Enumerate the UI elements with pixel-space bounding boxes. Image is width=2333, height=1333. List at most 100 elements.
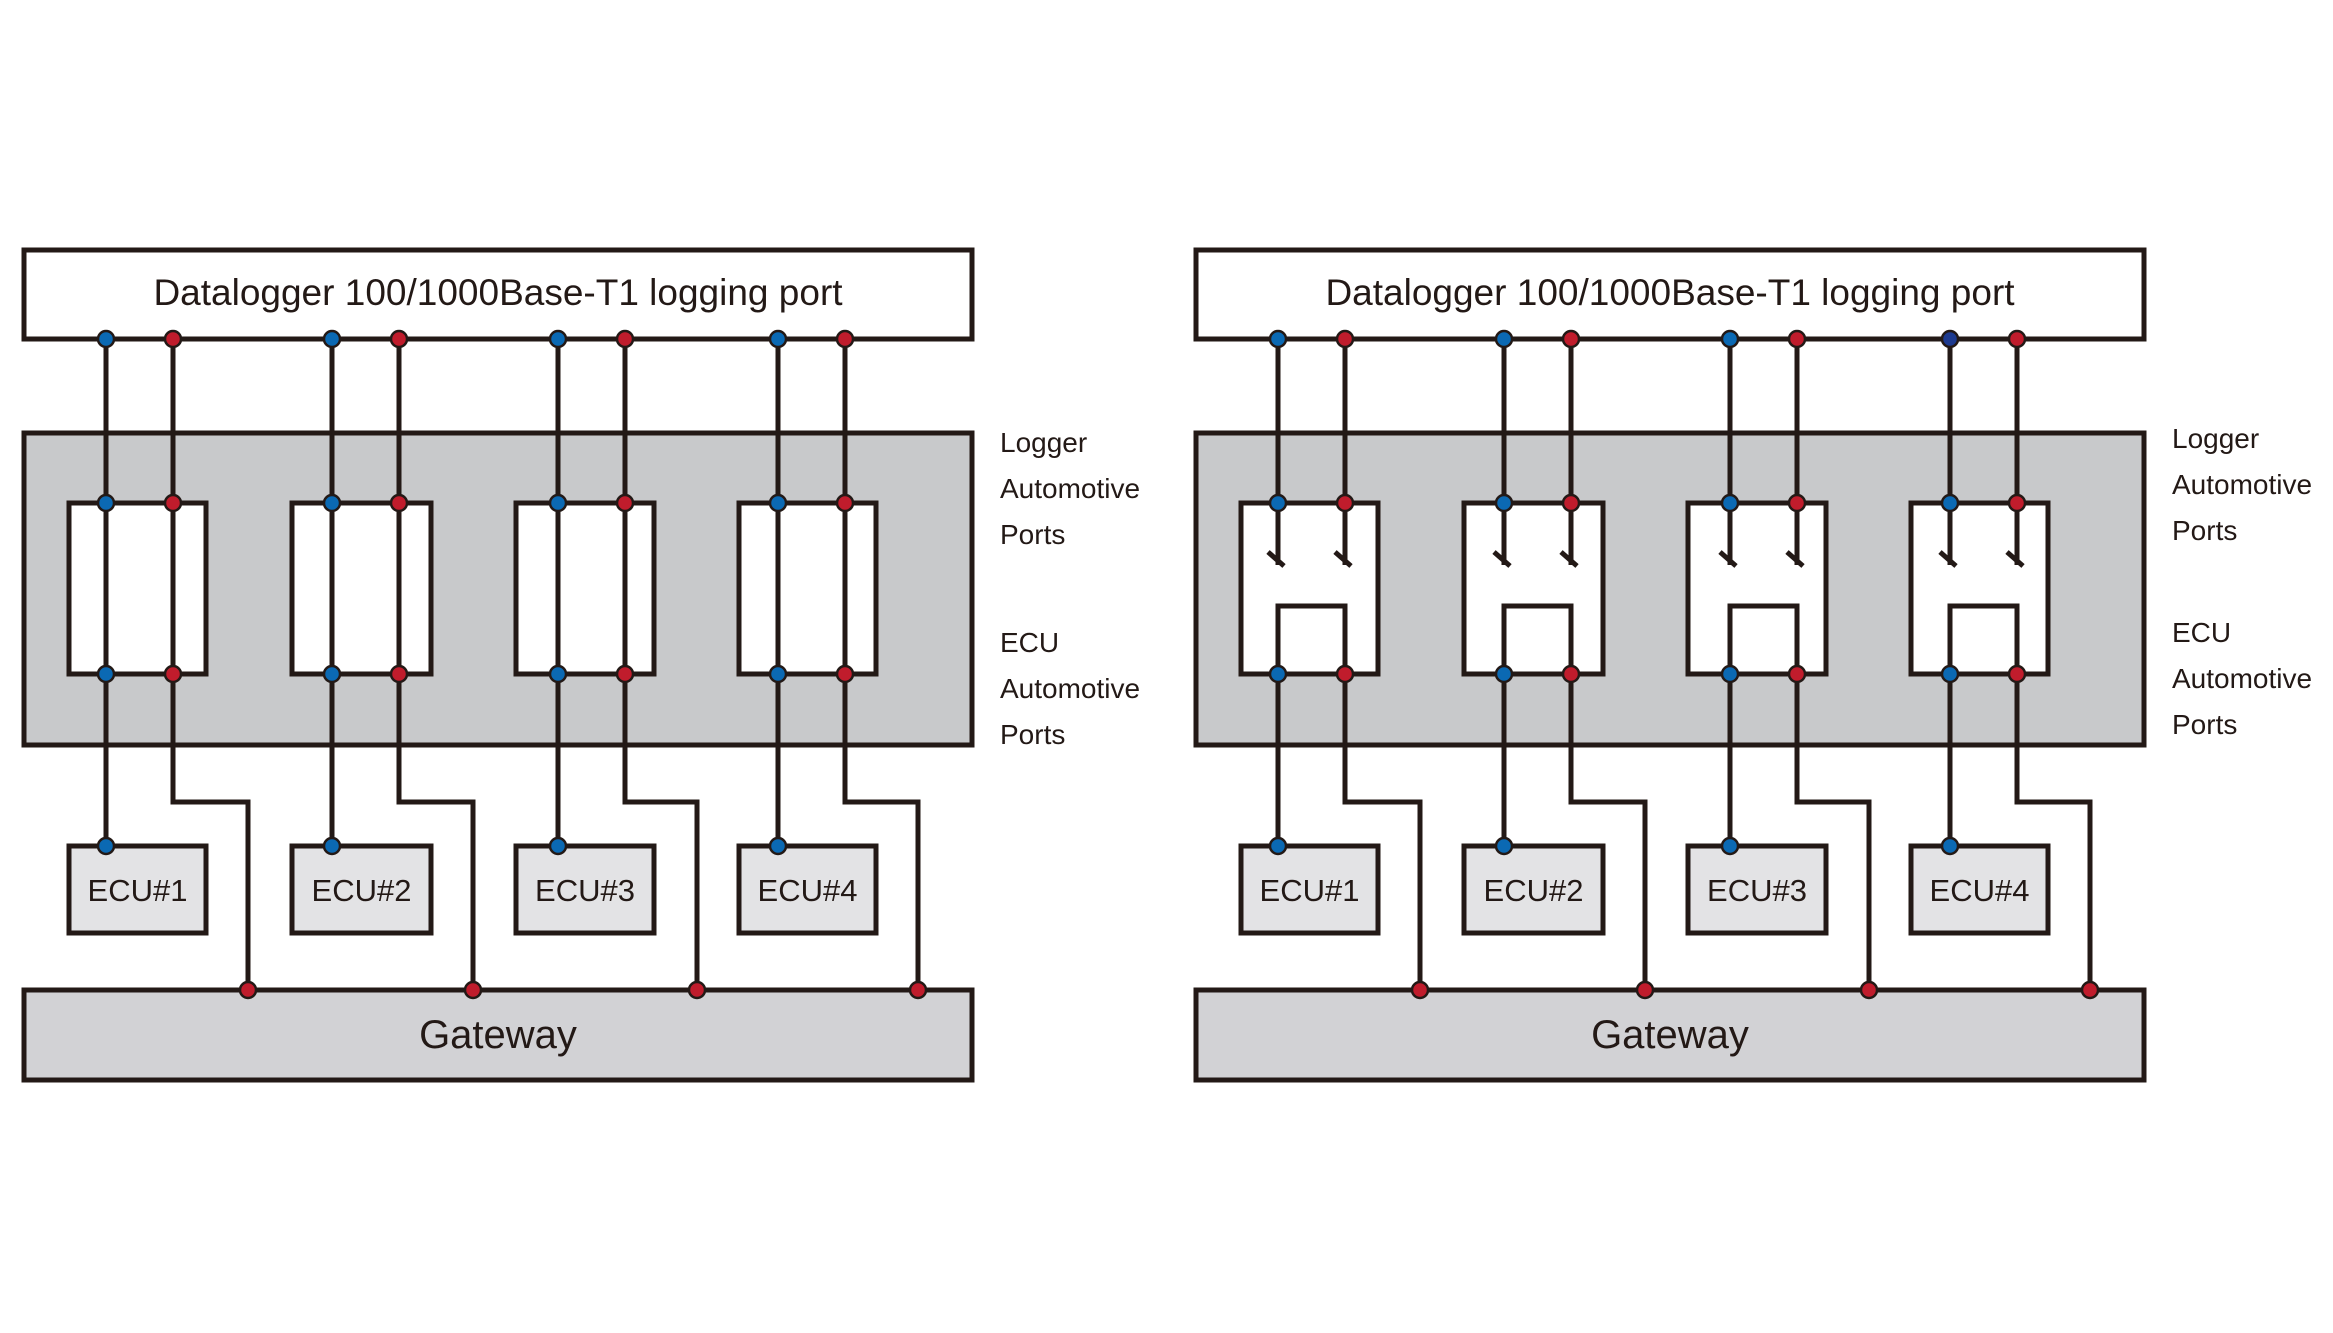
ecu-box — [513, 843, 657, 936]
logger-automotive-port-dot-blue — [1940, 493, 1960, 513]
port-module-box — [513, 500, 657, 677]
ecu-label: ECU#4 — [1930, 873, 2030, 908]
logger-automotive-port-dot-blue — [768, 493, 788, 513]
ecu-port-dot — [1940, 836, 1960, 856]
logger-ports-label: Ports — [1000, 519, 1065, 550]
logger-automotive-port-dot-red — [2007, 493, 2027, 513]
port-channel-2: ECU#2 — [289, 329, 483, 1000]
port-channel-4: ECU#4 — [1908, 329, 2100, 1000]
ecu-label: ECU#4 — [758, 873, 858, 908]
port-module-box — [1908, 500, 2051, 677]
ecu-label: ECU#3 — [1707, 873, 1807, 908]
port-module-box — [1238, 500, 1381, 677]
ecu-box — [289, 843, 434, 936]
port-module-box — [289, 500, 434, 677]
logger-port-dot-blue — [322, 329, 342, 349]
logger-port-dot-blue — [768, 329, 788, 349]
logger-automotive-port-dot-red — [163, 493, 183, 513]
port-channel-1: ECU#1 — [1238, 329, 1430, 1000]
ecu-box — [1908, 843, 2051, 936]
logger-port-dot-blue — [1268, 329, 1288, 349]
datalogger-title: Datalogger 100/1000Base-T1 logging port — [1325, 272, 2015, 313]
ecu-ports-label: Automotive — [1000, 673, 1140, 704]
ecu-ports-label: Automotive — [2172, 663, 2312, 694]
ecu-port-dot — [96, 836, 116, 856]
ecu-port-dot — [548, 836, 568, 856]
ecu-box — [66, 843, 209, 936]
logger-port-dot-red — [1787, 329, 1807, 349]
logger-automotive-port-dot-blue — [1268, 493, 1288, 513]
ecu-automotive-port-dot-blue — [768, 664, 788, 684]
gateway-wire — [170, 674, 251, 990]
ecu-ports-label: ECU — [1000, 627, 1059, 658]
ecu-automotive-port-dot-blue — [1268, 664, 1288, 684]
logger-port-dot-red — [615, 329, 635, 349]
logger-ports-label: Ports — [2172, 515, 2237, 546]
logger-automotive-port-dot-red — [1561, 493, 1581, 513]
ecu-automotive-port-dot-blue — [548, 664, 568, 684]
gateway-wire — [1794, 674, 1872, 990]
gateway-port-dot — [238, 980, 258, 1000]
ecu-box — [1685, 843, 1829, 936]
gateway-label: Gateway — [1591, 1013, 1749, 1057]
logger-automotive-port-dot-blue — [96, 493, 116, 513]
switch-contact-icon — [1266, 550, 1286, 568]
gateway-wire — [842, 674, 921, 990]
logger-automotive-port-dot-blue — [322, 493, 342, 513]
logger-port-dot-blue — [96, 329, 116, 349]
ecu-automotive-port-dot-red — [835, 664, 855, 684]
ecu-port-dot — [1268, 836, 1288, 856]
diagram-switched: Gateway Datalogger 100/1000Base-T1 loggin… — [1193, 247, 2312, 1083]
ecu-ports-label: ECU — [2172, 617, 2231, 648]
logger-port-dot-blue — [1720, 329, 1740, 349]
port-module-box — [1461, 500, 1606, 677]
datalogger-box — [21, 247, 975, 342]
ecu-port-dot — [322, 836, 342, 856]
switch-contact-icon — [2005, 550, 2025, 568]
loopback-bridge — [1501, 603, 1574, 674]
port-channel-4: ECU#4 — [736, 329, 928, 1000]
logger-ports-label: Automotive — [1000, 473, 1140, 504]
ecu-automotive-port-dot-blue — [1494, 664, 1514, 684]
ecu-label: ECU#1 — [88, 873, 188, 908]
port-channel-3: ECU#3 — [1685, 329, 1879, 1000]
logger-port-dot-blue — [548, 329, 568, 349]
gateway-wire — [1342, 674, 1423, 990]
logger-automotive-port-dot-red — [1787, 493, 1807, 513]
gateway-port-dot — [1410, 980, 1430, 1000]
switch-contact-icon — [1785, 550, 1805, 568]
port-module-box — [66, 500, 209, 677]
logger-automotive-port-dot-blue — [548, 493, 568, 513]
gateway-port-dot — [463, 980, 483, 1000]
port-channel-3: ECU#3 — [513, 329, 707, 1000]
logger-port-dot-blue — [1940, 329, 1960, 349]
gateway-wire — [1568, 674, 1648, 990]
ecu-automotive-port-dot-blue — [1940, 664, 1960, 684]
gateway-label: Gateway — [419, 1013, 577, 1057]
ecu-box — [1238, 843, 1381, 936]
port-module-box — [736, 500, 879, 677]
gateway-port-dot — [687, 980, 707, 1000]
gateway-wire — [2014, 674, 2093, 990]
ecu-automotive-port-dot-red — [615, 664, 635, 684]
ecu-automotive-port-dot-red — [389, 664, 409, 684]
datalogger-box — [1193, 247, 2147, 342]
switch-contact-icon — [1938, 550, 1958, 568]
logger-automotive-port-dot-blue — [1494, 493, 1514, 513]
gateway-port-dot — [1859, 980, 1879, 1000]
logger-port-dot-red — [835, 329, 855, 349]
port-module-box — [1685, 500, 1829, 677]
logger-automotive-port-dot-red — [615, 493, 635, 513]
logger-automotive-port-dot-red — [835, 493, 855, 513]
gateway-port-dot — [908, 980, 928, 1000]
ecu-automotive-port-dot-red — [1787, 664, 1807, 684]
ecu-automotive-port-dot-blue — [1720, 664, 1740, 684]
gateway-box — [1193, 987, 2147, 1083]
ecu-automotive-port-dot-red — [163, 664, 183, 684]
ecu-automotive-port-dot-red — [1335, 664, 1355, 684]
logger-port-dot-red — [2007, 329, 2027, 349]
logger-port-dot-red — [163, 329, 183, 349]
ecu-automotive-port-dot-blue — [96, 664, 116, 684]
